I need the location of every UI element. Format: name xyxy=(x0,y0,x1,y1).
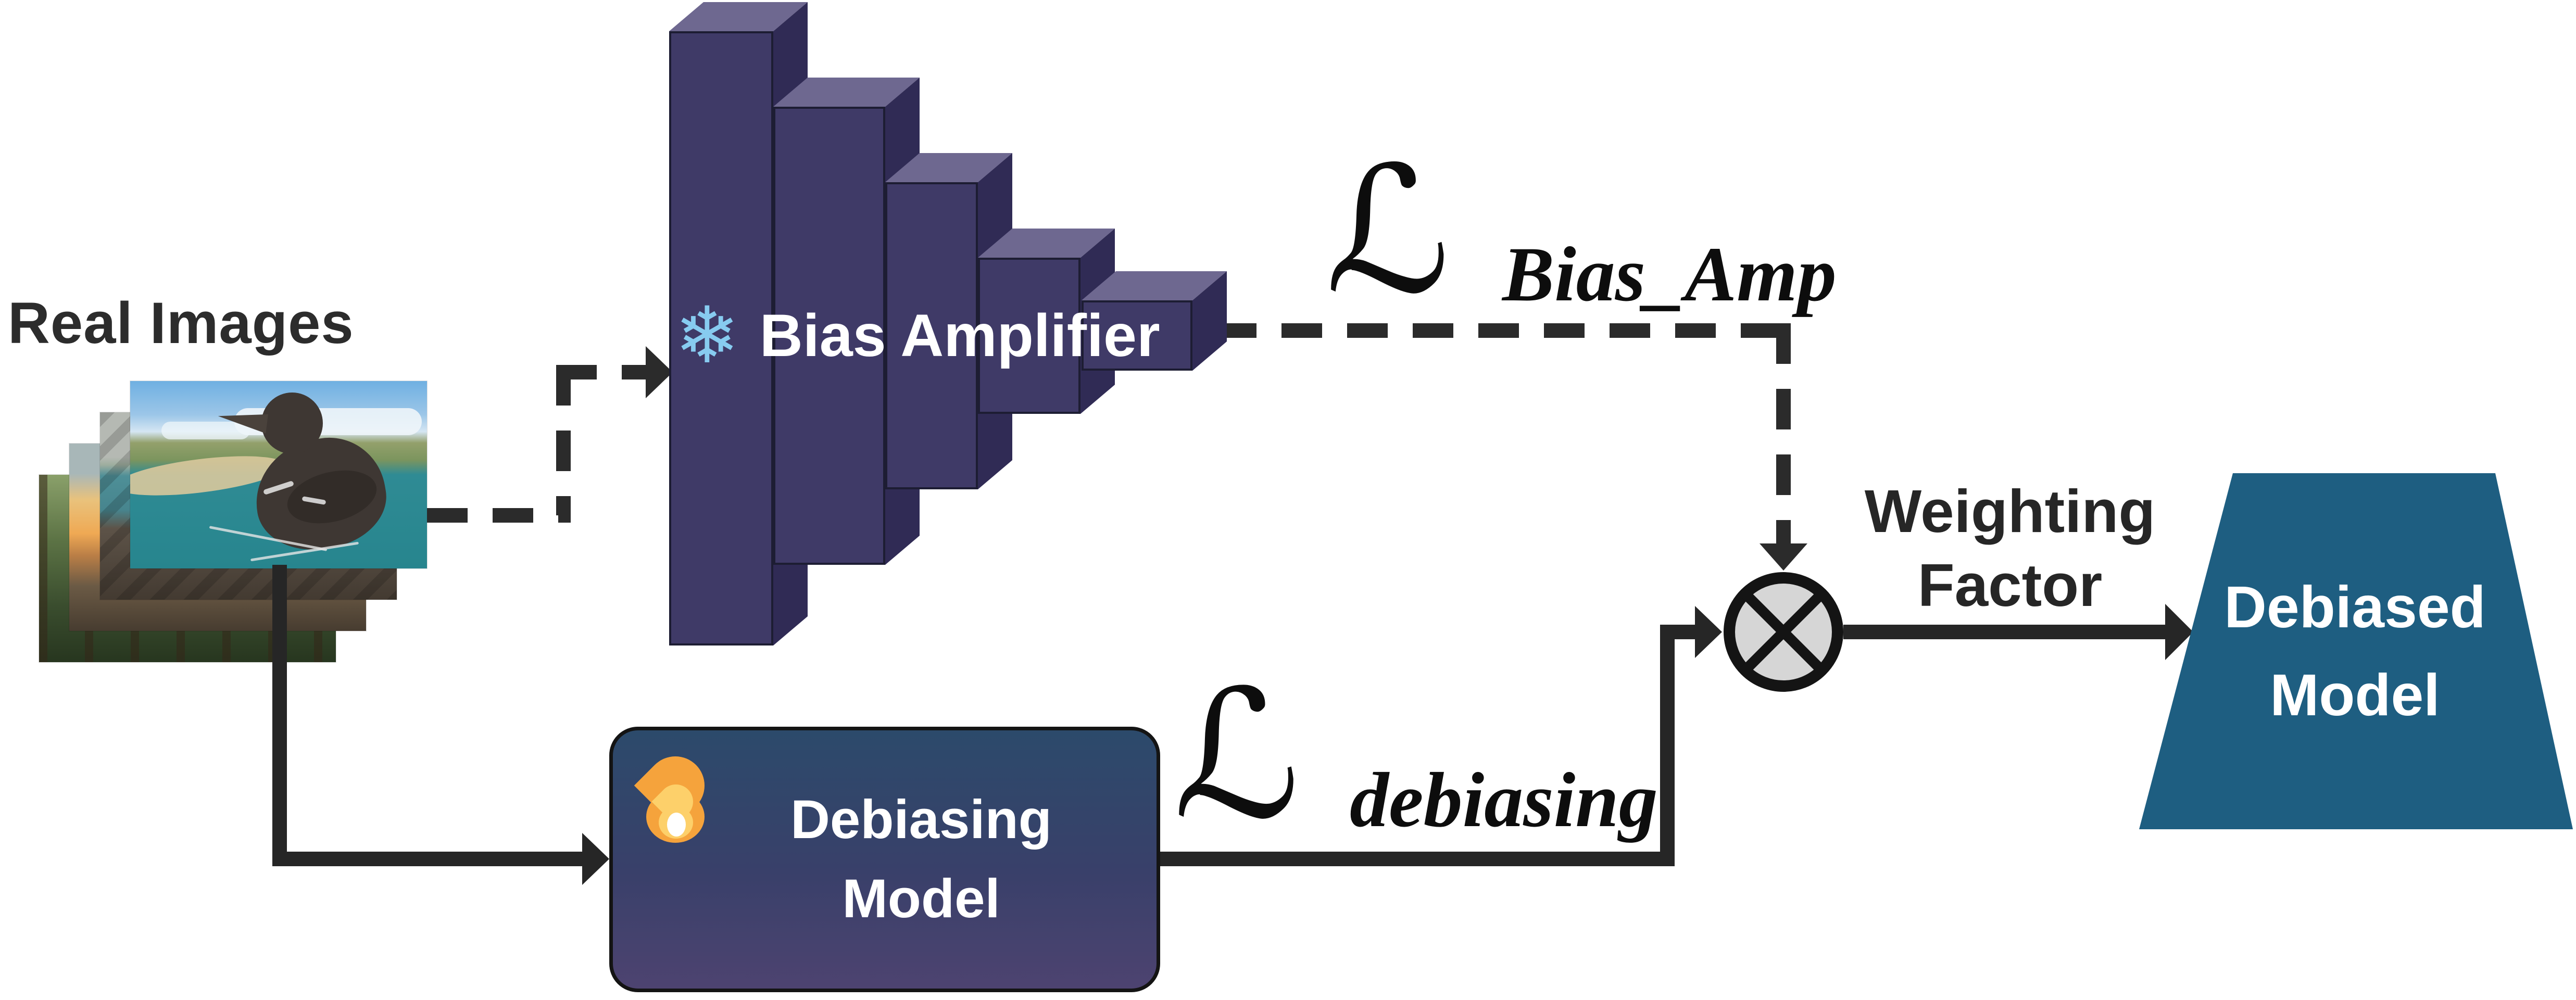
dashed-line-images-up xyxy=(556,365,571,515)
dashed-line-into-amplifier xyxy=(556,365,646,379)
debiasing-model-line2: Model xyxy=(842,868,1000,929)
weighting-factor-label: Weighting Factor xyxy=(1828,475,2192,622)
amplifier-bar4 xyxy=(978,258,1080,414)
cloud-shape xyxy=(161,422,250,439)
debiased-model-line2: Model xyxy=(2270,662,2440,728)
loss-bias-amp-subscript: Bias_Amp xyxy=(1502,231,1837,318)
debiased-model-trapezoid: Debiased Model xyxy=(2139,473,2573,829)
debiasing-model-label: Debiasing Model xyxy=(686,730,1157,989)
bias-amplifier-label: Bias Amplifier xyxy=(759,302,1160,369)
solid-line-into-debiased-model xyxy=(1843,625,2177,639)
solid-line-images-down xyxy=(272,565,287,866)
dashed-line-loss-right xyxy=(1216,323,1791,338)
debiased-model-line1: Debiased xyxy=(2224,574,2486,640)
amplifier-bar1 xyxy=(669,31,773,645)
debiasing-model-box: Debiasing Model xyxy=(609,727,1160,992)
fire-icon xyxy=(634,744,717,854)
arrowhead-into-multiply-node-left xyxy=(1695,606,1722,658)
fire-icon-core xyxy=(667,813,686,837)
multiply-circle-icon xyxy=(1724,572,1843,692)
loss-bias-amp-symbol: ℒ xyxy=(1325,130,1451,333)
snowflake-icon: ❄ xyxy=(674,290,740,381)
arrowhead-into-multiply-node xyxy=(1760,543,1807,571)
dashed-line-loss-down xyxy=(1776,323,1791,547)
arrowhead-into-debiasing-model xyxy=(582,833,609,885)
weighting-factor-line2: Factor xyxy=(1917,551,2103,619)
bias-amplifier-label-group: ❄ Bias Amplifier xyxy=(674,284,1200,388)
amplifier-bar3 xyxy=(885,182,978,489)
photo-bird xyxy=(130,381,427,568)
amplifier-bar5 xyxy=(1082,300,1192,371)
arrowhead-into-bias-amplifier xyxy=(646,346,673,398)
real-images-label: Real Images xyxy=(8,290,354,356)
solid-line-debiasing-right xyxy=(1160,852,1675,866)
solid-line-debiasing-up xyxy=(1660,625,1675,866)
solid-line-images-right xyxy=(272,852,582,866)
dashed-line-images-right xyxy=(427,508,571,523)
loss-debiasing-subscript: debiasing xyxy=(1350,757,1658,843)
loss-debiasing-symbol: ℒ xyxy=(1173,652,1301,858)
weighting-factor-line1: Weighting xyxy=(1864,477,2156,545)
debiasing-model-line1: Debiasing xyxy=(790,789,1052,850)
amplifier-bar2 xyxy=(773,107,885,565)
bird-head xyxy=(261,393,323,454)
